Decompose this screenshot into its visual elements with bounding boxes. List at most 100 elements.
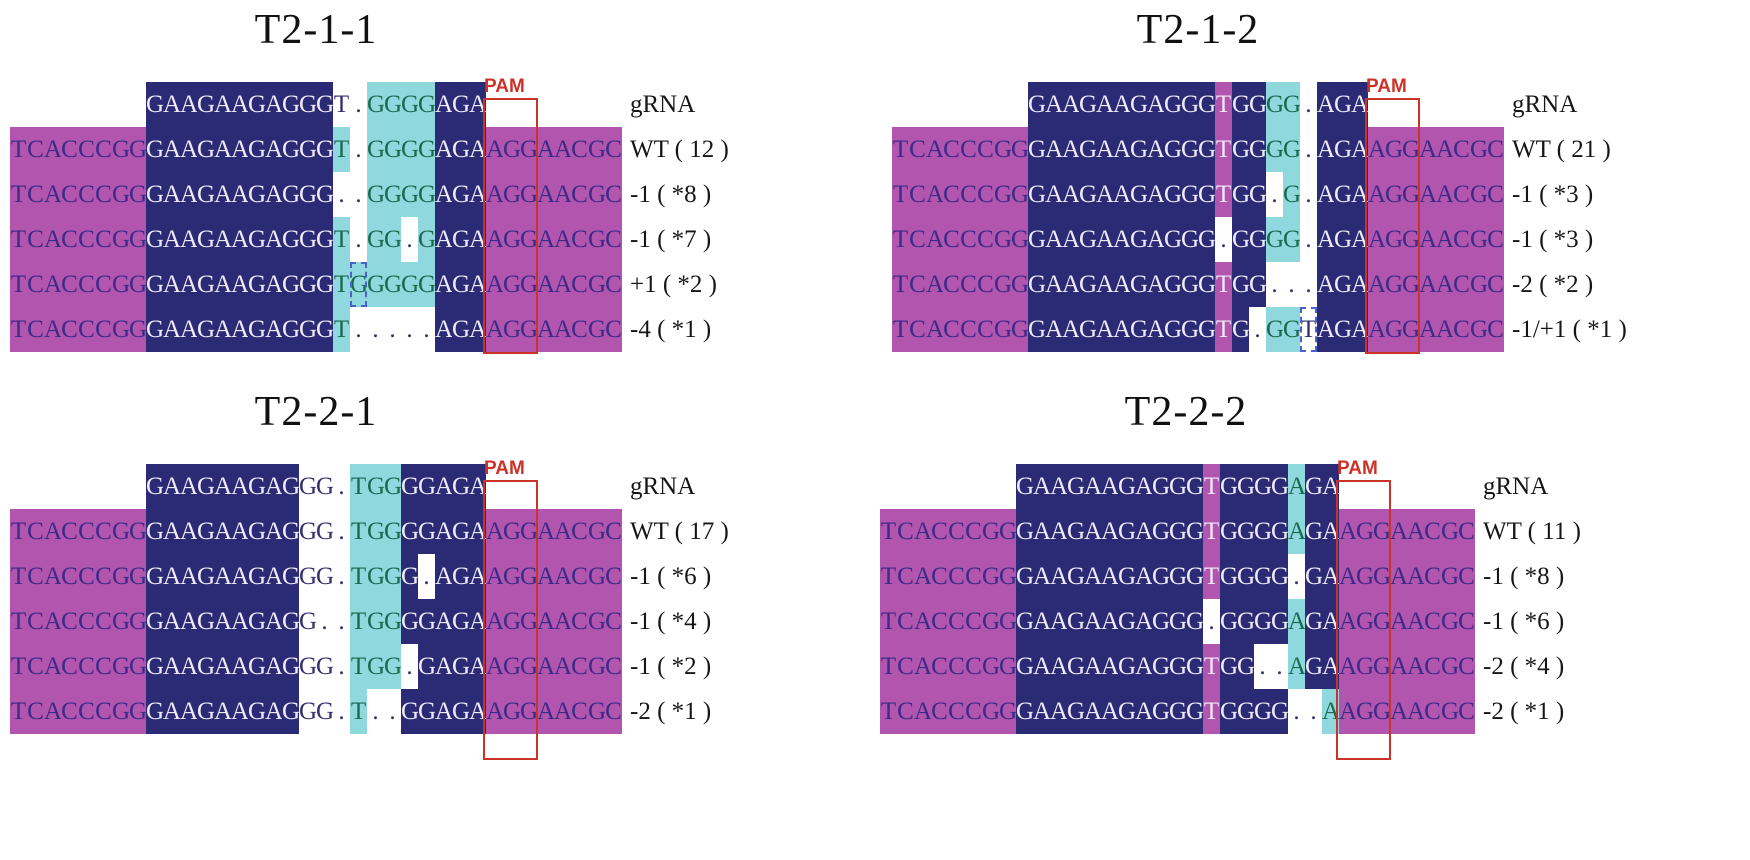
gap-dot: . <box>350 217 367 262</box>
base: G <box>316 307 334 352</box>
base: A <box>44 689 62 734</box>
base: G <box>1232 217 1250 262</box>
base: A <box>1113 127 1131 172</box>
row-label: -1 ( *7 ) <box>630 226 712 253</box>
base: G <box>1441 689 1459 734</box>
base: C <box>960 262 977 307</box>
base: C <box>27 689 44 734</box>
base: G <box>1028 82 1046 127</box>
base: G <box>452 307 470 352</box>
base: A <box>469 509 487 554</box>
base: A <box>469 262 487 307</box>
row-label: -1 ( *3 ) <box>1512 226 1594 253</box>
base: G <box>503 644 521 689</box>
base: G <box>248 172 266 217</box>
base: A <box>1045 217 1063 262</box>
base: G <box>1305 554 1323 599</box>
base: G <box>503 262 521 307</box>
base: G <box>1356 599 1374 644</box>
base: C <box>1453 172 1470 217</box>
base: G <box>129 262 147 307</box>
base: C <box>943 217 960 262</box>
base: A <box>180 599 198 644</box>
gap-dot: . <box>1271 644 1288 689</box>
base: A <box>1050 509 1068 554</box>
base: A <box>265 172 283 217</box>
gap-dot: . <box>1288 554 1305 599</box>
gap-dot: . <box>350 82 367 127</box>
row-label: -1 ( *6 ) <box>1483 608 1565 635</box>
base: C <box>78 307 95 352</box>
base: T <box>1203 554 1220 599</box>
base: G <box>299 262 317 307</box>
base: A <box>231 554 249 599</box>
base: A <box>1113 217 1131 262</box>
row-label: -1 ( *6 ) <box>630 563 712 590</box>
base: G <box>1232 307 1250 352</box>
base: A <box>1084 644 1102 689</box>
base: G <box>129 127 147 172</box>
base: A <box>537 599 555 644</box>
base: A <box>1096 217 1114 262</box>
base: G <box>503 307 521 352</box>
base: A <box>1062 127 1080 172</box>
base: A <box>44 262 62 307</box>
base: A <box>435 82 453 127</box>
base: G <box>282 127 300 172</box>
base: G <box>1079 262 1097 307</box>
base: C <box>605 217 622 262</box>
base: C <box>95 307 112 352</box>
base: A <box>231 599 249 644</box>
base: A <box>1096 82 1114 127</box>
base: G <box>1402 262 1420 307</box>
base: G <box>1130 172 1148 217</box>
base: C <box>1458 554 1475 599</box>
base: G <box>112 262 130 307</box>
gap-dot: . <box>350 307 367 352</box>
base: G <box>1118 464 1136 509</box>
base: C <box>948 554 965 599</box>
base: T <box>1215 82 1232 127</box>
base: G <box>248 82 266 127</box>
base: C <box>1487 262 1504 307</box>
base: G <box>197 689 215 734</box>
row-label: -2 ( *4 ) <box>1483 653 1565 680</box>
base: C <box>960 217 977 262</box>
base: G <box>1067 554 1085 599</box>
base: T <box>10 262 27 307</box>
base: A <box>1147 307 1165 352</box>
base: C <box>605 509 622 554</box>
gap-dot: . <box>333 689 350 734</box>
row-label: gRNA <box>630 473 696 500</box>
base: G <box>299 127 317 172</box>
base: A <box>1407 689 1425 734</box>
base: A <box>1351 262 1369 307</box>
base: G <box>1016 554 1034 599</box>
base: G <box>1220 464 1238 509</box>
base: G <box>1164 307 1182 352</box>
base: A <box>214 554 232 599</box>
base: G <box>452 554 470 599</box>
base: G <box>384 82 402 127</box>
base: A <box>180 172 198 217</box>
base: C <box>965 509 982 554</box>
base: G <box>146 217 164 262</box>
base: G <box>503 172 521 217</box>
base: G <box>129 644 147 689</box>
base: G <box>401 599 419 644</box>
base: C <box>571 689 588 734</box>
base: A <box>163 307 181 352</box>
base: G <box>146 599 164 644</box>
base: C <box>943 307 960 352</box>
base: G <box>1130 127 1148 172</box>
base: A <box>1147 172 1165 217</box>
base: A <box>1135 689 1153 734</box>
base: G <box>197 262 215 307</box>
base: G <box>1152 464 1170 509</box>
base: G <box>520 554 538 599</box>
base: G <box>1470 172 1488 217</box>
base: T <box>1215 262 1232 307</box>
